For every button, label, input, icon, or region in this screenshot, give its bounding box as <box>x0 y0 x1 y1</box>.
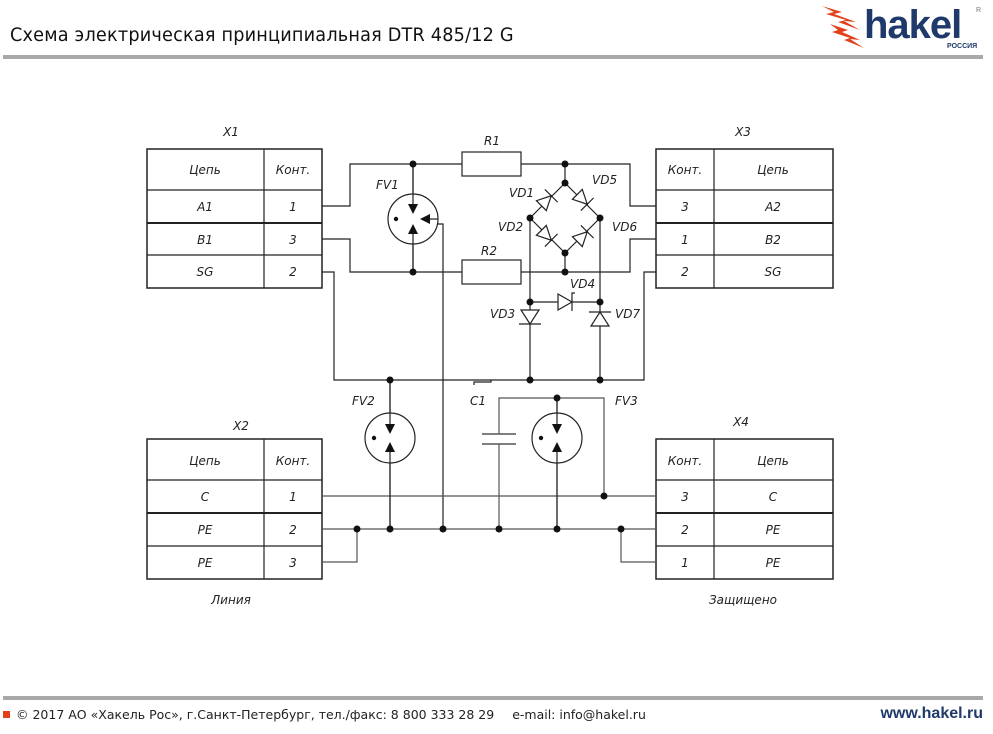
x2-row-3-contact: 3 <box>289 556 297 570</box>
caption-x2: Линия <box>210 593 251 607</box>
capacitor-c1 <box>482 433 516 445</box>
x4-row-1-circuit: C <box>769 490 778 504</box>
logo-wordmark: hakel <box>864 3 961 47</box>
x2-row-1-circuit: C <box>201 490 210 504</box>
logo-subtitle: РОССИЯ <box>947 43 977 50</box>
label-x4: X4 <box>732 415 749 429</box>
x4-row-3-circuit: PE <box>766 556 781 570</box>
x4-row-2-circuit: PE <box>766 523 781 537</box>
gas-discharge-tube-fv3 <box>531 398 583 529</box>
connector-x1-table <box>146 148 323 289</box>
label-x1: X1 <box>222 125 239 139</box>
label-r2: R2 <box>481 244 497 258</box>
x4-header-circuit: Цепь <box>757 454 789 468</box>
label-r1: R1 <box>484 134 500 148</box>
gas-discharge-tube-fv1 <box>387 164 439 272</box>
x3-row-3-contact: 2 <box>681 265 689 279</box>
diode-vd1 <box>535 188 559 212</box>
x1-row-3-contact: 2 <box>289 265 297 279</box>
connector-x2-table <box>146 438 323 580</box>
lightning-bolt-icon <box>822 6 864 48</box>
diode-vd2 <box>535 224 559 248</box>
hakel-logo: hakel R РОССИЯ <box>822 3 981 50</box>
x1-row-2-circuit: B1 <box>197 233 213 247</box>
x3-row-1-contact: 3 <box>681 200 689 214</box>
footer-email[interactable]: e-mail: info@hakel.ru <box>512 707 646 722</box>
footer-divider <box>3 696 983 700</box>
x1-header-contact: Конт. <box>276 163 311 177</box>
x2-row-3-circuit: PE <box>198 556 213 570</box>
x3-row-1-circuit: A2 <box>764 200 781 214</box>
label-vd5: VD5 <box>592 173 617 187</box>
label-fv3: FV3 <box>615 394 638 408</box>
footer-bullet-icon <box>3 711 10 718</box>
resistor-r2 <box>461 259 522 285</box>
diode-vd5 <box>571 188 595 212</box>
x1-row-1-contact: 1 <box>289 200 297 214</box>
label-x2: X2 <box>232 419 249 433</box>
x1-row-2-contact: 3 <box>289 233 297 247</box>
label-vd1: VD1 <box>509 186 534 200</box>
website-link[interactable]: www.hakel.ru <box>880 705 983 722</box>
x3-header-contact: Конт. <box>668 163 703 177</box>
connector-x4-table <box>655 438 834 580</box>
caption-x4: Защищено <box>709 593 777 607</box>
connector-x3-table <box>655 148 834 289</box>
diode-vd3 <box>519 309 541 326</box>
x2-row-2-circuit: PE <box>198 523 213 537</box>
x2-row-2-contact: 2 <box>289 523 297 537</box>
label-c1: C1 <box>470 394 486 408</box>
x1-row-1-circuit: A1 <box>196 200 213 214</box>
footer: © 2017 АО «Хакель Рос», г.Санкт-Петербур… <box>3 707 646 722</box>
x1-row-3-circuit: SG <box>197 265 214 279</box>
x3-header-circuit: Цепь <box>757 163 789 177</box>
label-vd3: VD3 <box>490 307 515 321</box>
x2-row-1-contact: 1 <box>289 490 297 504</box>
x3-row-3-circuit: SG <box>765 265 782 279</box>
label-vd7: VD7 <box>615 307 640 321</box>
junction-dots <box>353 160 625 533</box>
diode-vd6 <box>571 224 595 248</box>
x3-row-2-contact: 1 <box>681 233 689 247</box>
x4-row-3-contact: 1 <box>681 556 689 570</box>
wires-signal <box>322 163 656 529</box>
diode-vd4 <box>557 292 575 312</box>
logo-registered: R <box>976 7 981 14</box>
x4-row-2-contact: 2 <box>681 523 689 537</box>
x4-header-contact: Конт. <box>668 454 703 468</box>
header-divider <box>3 55 983 59</box>
x2-header-contact: Конт. <box>276 454 311 468</box>
label-vd4: VD4 <box>570 277 595 291</box>
resistor-r1 <box>461 151 522 177</box>
label-fv2: FV2 <box>352 394 375 408</box>
label-vd2: VD2 <box>498 220 523 234</box>
label-vd6: VD6 <box>612 220 637 234</box>
x2-header-circuit: Цепь <box>189 454 221 468</box>
x1-header-circuit: Цепь <box>189 163 221 177</box>
label-x3: X3 <box>734 125 751 139</box>
x4-row-1-contact: 3 <box>681 490 689 504</box>
diode-vd7 <box>589 310 611 327</box>
footer-copyright: © 2017 АО «Хакель Рос», г.Санкт-Петербур… <box>16 707 495 722</box>
x3-row-2-circuit: B2 <box>765 233 781 247</box>
page-title: Схема электрическая принципиальная DTR 4… <box>10 24 514 46</box>
label-fv1: FV1 <box>376 178 399 192</box>
gas-discharge-tube-fv2 <box>364 380 416 529</box>
